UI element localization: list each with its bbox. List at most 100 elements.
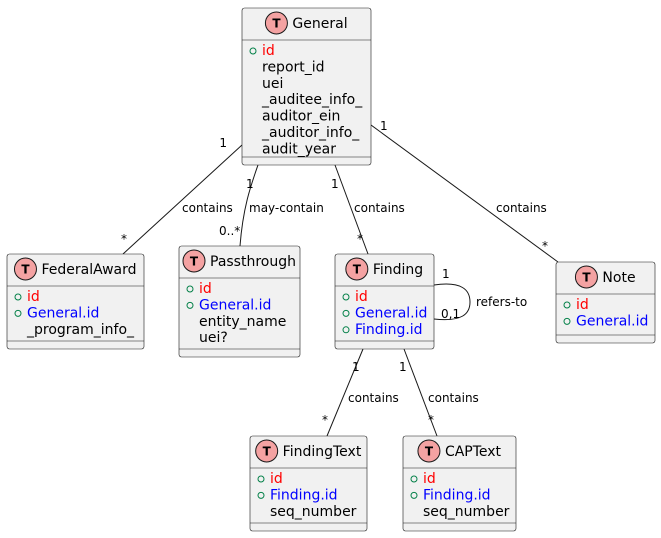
relation-label: contains: [182, 201, 233, 215]
multiplicity-target: *: [121, 232, 127, 246]
multiplicity-target: 0,1: [441, 307, 460, 321]
class-name: CAPText: [445, 444, 502, 460]
relation-line: [326, 348, 364, 437]
class-attribute: id: [423, 471, 436, 487]
public-visibility-icon: [342, 309, 350, 317]
relation-line: [239, 164, 259, 247]
public-visibility-icon: [249, 47, 257, 55]
class-attribute: auditor_ein: [262, 109, 340, 125]
public-visibility-icon: [563, 317, 571, 325]
class-attribute: Finding.id: [423, 487, 491, 503]
class-attribute: seq_number: [423, 504, 510, 520]
class-attribute: _program_info_: [26, 322, 135, 338]
table-type-icon: [264, 11, 288, 35]
public-visibility-icon: [410, 475, 418, 483]
table-type-icon: [182, 249, 206, 273]
public-visibility-icon: [342, 326, 350, 334]
table-type-letter: T: [263, 445, 272, 459]
class-attribute: id: [199, 281, 212, 297]
relation-label: contains: [496, 201, 547, 215]
multiplicity-source: 1: [219, 136, 227, 150]
public-visibility-icon: [186, 285, 194, 293]
table-type-icon: [574, 265, 598, 289]
public-visibility-icon: [563, 301, 571, 309]
multiplicity-source: 1: [246, 177, 254, 191]
table-type-icon: [345, 257, 369, 281]
class-name: Passthrough: [210, 254, 296, 270]
class-attribute: Finding.id: [270, 487, 338, 503]
relation-finding-captext: contains 1 *: [399, 348, 479, 437]
multiplicity-source: 1: [380, 119, 388, 133]
relation-general-federalaward: contains 1 *: [121, 136, 243, 255]
class-box: [6, 253, 145, 350]
table-type-letter: T: [272, 17, 281, 31]
table-type-icon: [417, 439, 441, 463]
multiplicity-target: *: [357, 232, 363, 246]
relation-label: contains: [428, 391, 479, 405]
class-box: [241, 7, 372, 166]
relation-line: [433, 283, 471, 321]
class-attribute: uei: [262, 76, 283, 92]
multiplicity-source: 1: [399, 360, 407, 374]
class-attribute: seq_number: [270, 504, 357, 520]
relation-label: may-contain: [249, 201, 324, 215]
class-attribute: General.id: [576, 313, 648, 329]
class-attribute: uei?: [199, 330, 228, 346]
table-type-icon: [13, 257, 37, 281]
relation-line: [122, 144, 243, 255]
table-type-letter: T: [21, 263, 30, 277]
table-type-icon: [255, 439, 279, 463]
class-attribute: General.id: [199, 297, 271, 313]
class-attribute: id: [262, 43, 275, 59]
class-attribute: Finding.id: [355, 322, 423, 338]
class-name: FederalAward: [41, 262, 136, 278]
class-attribute: _auditee_info_: [261, 92, 363, 108]
relation-label: refers-to: [476, 295, 527, 309]
public-visibility-icon: [410, 491, 418, 499]
relation-general-finding: contains 1 *: [331, 164, 405, 255]
relation-general-note: contains 1 *: [370, 119, 559, 263]
public-visibility-icon: [14, 293, 22, 301]
class-attribute: id: [576, 297, 589, 313]
class-name: Note: [602, 270, 635, 286]
relation-label: contains: [354, 201, 405, 215]
relation-label: contains: [348, 391, 399, 405]
class-attribute: id: [27, 289, 40, 305]
multiplicity-target: *: [428, 413, 434, 427]
multiplicity-source: 1: [352, 360, 360, 374]
class-attribute: General.id: [355, 305, 427, 321]
public-visibility-icon: [186, 301, 194, 309]
multiplicity-target: *: [542, 239, 548, 253]
class-attribute: General.id: [27, 305, 99, 321]
relation-line: [370, 124, 559, 263]
public-visibility-icon: [257, 475, 265, 483]
class-attribute: _auditor_info_: [261, 125, 360, 141]
multiplicity-source: 1: [331, 177, 339, 191]
table-type-letter: T: [582, 271, 591, 285]
multiplicity-target: 0..*: [219, 224, 240, 238]
class-name: General: [292, 16, 347, 32]
class-general[interactable]: GeneralTidreport_iduei_auditee_info_audi…: [241, 7, 372, 166]
table-type-letter: T: [353, 263, 362, 277]
table-type-letter: T: [190, 255, 199, 269]
class-name: FindingText: [283, 444, 362, 460]
multiplicity-target: *: [322, 413, 328, 427]
relation-finding-findingtext: contains 1 *: [322, 348, 399, 437]
class-attribute: audit_year: [262, 141, 336, 157]
class-name: Finding: [373, 262, 423, 278]
public-visibility-icon: [257, 491, 265, 499]
relation-line: [334, 164, 369, 255]
table-type-letter: T: [425, 445, 434, 459]
relation-line: [403, 348, 438, 437]
class-attribute: report_id: [262, 59, 325, 75]
relation-general-passthrough: may-contain 1 0..*: [219, 164, 324, 247]
class-box: [178, 245, 301, 358]
